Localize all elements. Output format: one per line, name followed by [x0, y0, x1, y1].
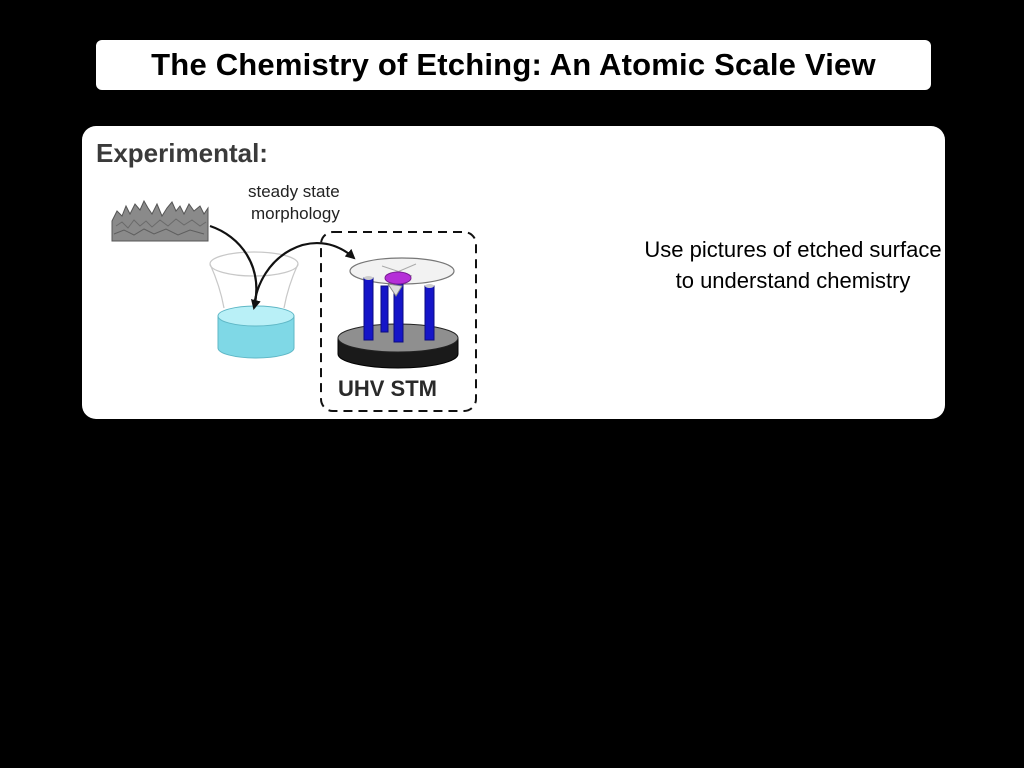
caption-line-1: Use pictures of etched surface [644, 237, 942, 262]
stm-apparatus [337, 257, 459, 369]
slide-title: The Chemistry of Etching: An Atomic Scal… [151, 47, 876, 82]
label-steady-state: steady state [248, 182, 340, 201]
arrow-to-stm [252, 241, 356, 309]
uhv-stm-dashed-box [320, 231, 477, 412]
stm-tube-4 [424, 285, 435, 341]
panel-caption: Use pictures of etched surface to unders… [602, 234, 945, 296]
caption-line-2: to understand chemistry [675, 268, 911, 293]
experimental-panel: Experimental: steady state morphology [82, 126, 945, 419]
stm-sample [384, 271, 412, 285]
label-morphology: morphology [251, 204, 340, 223]
slide-title-box: The Chemistry of Etching: An Atomic Scal… [96, 40, 931, 90]
stm-tube-2 [380, 285, 389, 333]
experimental-heading: Experimental: [96, 138, 268, 168]
stm-tube-1 [363, 277, 374, 341]
etch-bath [217, 305, 295, 359]
uhv-stm-label: UHV STM [338, 376, 437, 401]
experiment-diagram: Experimental: steady state morphology [96, 138, 477, 412]
etched-surface-sample [111, 199, 209, 242]
funnel-outline [209, 251, 299, 309]
arrow-to-bath [209, 224, 261, 310]
